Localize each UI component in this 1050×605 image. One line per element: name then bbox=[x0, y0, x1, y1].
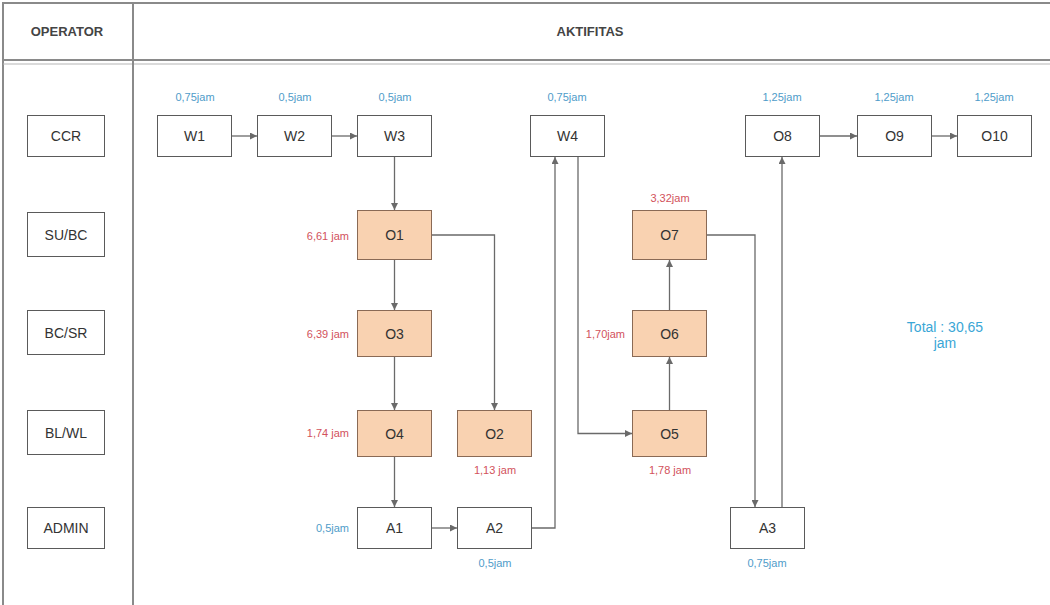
duration-label: 0,5jam bbox=[477, 557, 512, 569]
box-text: ADMIN bbox=[43, 520, 88, 536]
box-text: O4 bbox=[385, 426, 404, 442]
box-text: BC/SR bbox=[45, 325, 88, 341]
activity-box: O1 bbox=[357, 210, 432, 260]
process-box: A1 bbox=[357, 507, 432, 549]
box-text: O9 bbox=[885, 128, 904, 144]
flow-arrow bbox=[669, 260, 670, 310]
column-rule bbox=[132, 3, 134, 605]
duration-label: 6,39 jam bbox=[306, 328, 350, 340]
process-box: O9 bbox=[857, 115, 932, 157]
box-text: O5 bbox=[660, 426, 679, 442]
box-text: O2 bbox=[485, 426, 504, 442]
operator-box: CCR bbox=[27, 115, 105, 157]
operator-box: BC/SR bbox=[27, 310, 105, 355]
process-box: O8 bbox=[745, 115, 820, 157]
flow-arrow bbox=[432, 527, 457, 528]
flow-arrow bbox=[394, 260, 395, 310]
box-text: A2 bbox=[486, 520, 503, 536]
duration-label: 1,78 jam bbox=[648, 464, 692, 476]
duration-label: 1,25jam bbox=[873, 91, 914, 103]
duration-label: 0,75jam bbox=[746, 557, 787, 569]
process-box: W2 bbox=[257, 115, 332, 157]
flow-arrow bbox=[432, 235, 495, 410]
box-text: BL/WL bbox=[45, 425, 87, 441]
box-text: A1 bbox=[386, 520, 403, 536]
duration-label: 1,13 jam bbox=[473, 464, 517, 476]
column-header: OPERATOR bbox=[30, 24, 104, 39]
column-header: AKTIFITAS bbox=[556, 24, 625, 39]
box-text: O1 bbox=[385, 227, 404, 243]
activity-box: O4 bbox=[357, 410, 432, 457]
operator-box: ADMIN bbox=[27, 507, 105, 549]
box-text: W1 bbox=[184, 128, 205, 144]
flow-arrow bbox=[332, 135, 357, 136]
duration-label: 1,74 jam bbox=[306, 427, 350, 439]
activity-box: O5 bbox=[632, 410, 707, 457]
flow-arrow bbox=[707, 235, 755, 507]
activity-box: O7 bbox=[632, 210, 707, 260]
operator-box: SU/BC bbox=[27, 212, 105, 257]
duration-label: 1,25jam bbox=[761, 91, 802, 103]
duration-label: 0,5jam bbox=[315, 522, 350, 534]
flow-arrow bbox=[932, 135, 957, 136]
process-box: W3 bbox=[357, 115, 432, 157]
process-box: W1 bbox=[157, 115, 232, 157]
header-rule bbox=[3, 64, 1050, 65]
header-rule bbox=[3, 59, 1050, 61]
activity-box: O2 bbox=[457, 410, 532, 457]
box-text: W2 bbox=[284, 128, 305, 144]
process-box: W4 bbox=[530, 115, 605, 157]
box-text: W3 bbox=[384, 128, 405, 144]
flow-arrow bbox=[394, 457, 395, 507]
duration-label: 6,61 jam bbox=[306, 230, 350, 242]
duration-label: 0,5jam bbox=[377, 91, 412, 103]
flow-arrow bbox=[232, 135, 257, 136]
box-text: CCR bbox=[51, 128, 81, 144]
duration-label: 1,25jam bbox=[973, 91, 1014, 103]
duration-label: 1,70jam bbox=[585, 328, 626, 340]
box-text: SU/BC bbox=[45, 227, 88, 243]
process-box: A3 bbox=[730, 507, 805, 549]
activity-box: O3 bbox=[357, 310, 432, 357]
operator-box: BL/WL bbox=[27, 410, 105, 455]
flow-arrow bbox=[669, 357, 670, 410]
duration-label: 0,75jam bbox=[546, 91, 587, 103]
box-text: A3 bbox=[759, 520, 776, 536]
box-text: O7 bbox=[660, 227, 679, 243]
process-box: A2 bbox=[457, 507, 532, 549]
activity-box: O6 bbox=[632, 310, 707, 357]
flow-arrow bbox=[532, 157, 555, 528]
box-text: W4 bbox=[557, 128, 578, 144]
box-text: O6 bbox=[660, 326, 679, 342]
total-time: Total : 30,65 jam bbox=[898, 319, 992, 351]
duration-label: 3,32jam bbox=[649, 192, 690, 204]
box-text: O10 bbox=[981, 128, 1007, 144]
duration-label: 0,75jam bbox=[174, 91, 215, 103]
box-text: O8 bbox=[773, 128, 792, 144]
flow-arrow bbox=[578, 157, 632, 434]
flow-arrow bbox=[781, 157, 782, 507]
flow-arrow bbox=[394, 357, 395, 410]
duration-label: 0,5jam bbox=[277, 91, 312, 103]
flow-arrow bbox=[394, 157, 395, 210]
process-box: O10 bbox=[957, 115, 1032, 157]
box-text: O3 bbox=[385, 326, 404, 342]
flow-arrow bbox=[820, 135, 857, 136]
table-border bbox=[3, 3, 1050, 605]
